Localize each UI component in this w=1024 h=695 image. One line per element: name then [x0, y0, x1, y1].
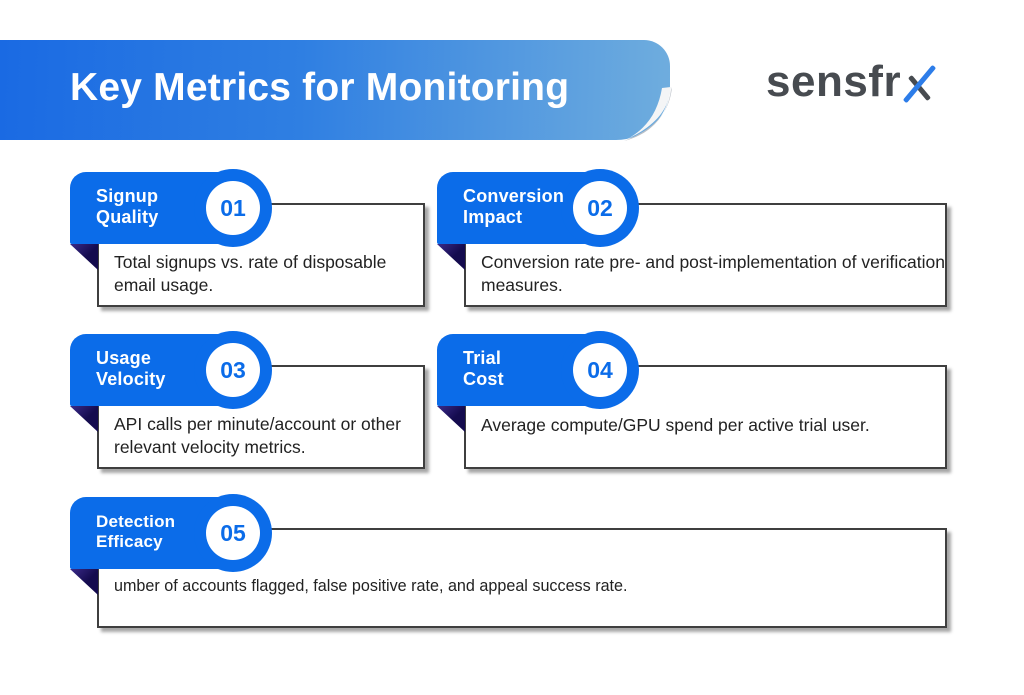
card-number-badge: 02: [573, 181, 627, 235]
card-number-badge: 03: [206, 343, 260, 397]
ribbon-fold: [70, 244, 98, 270]
card-description: Total signups vs. rate of disposable ema…: [114, 252, 387, 295]
brand-logo: sensfr: [766, 57, 937, 116]
logo-x-icon: [902, 60, 937, 112]
header-banner: Key Metrics for Monitoring: [0, 40, 670, 140]
page-curl-icon: [624, 87, 672, 141]
card-description: Conversion rate pre- and post-implementa…: [481, 252, 945, 295]
ribbon-fold: [437, 406, 465, 432]
brand-logo-text: sensfr: [766, 57, 902, 106]
page-title: Key Metrics for Monitoring: [70, 66, 570, 109]
card-description: API calls per minute/account or other re…: [114, 414, 401, 457]
card-title: Signup Quality: [96, 186, 159, 227]
ribbon-fold: [70, 569, 98, 595]
card-title: Usage Velocity: [96, 348, 166, 389]
card-number-badge: 05: [206, 506, 260, 560]
card-title: Detection Efficacy: [96, 512, 176, 551]
ribbon-fold: [70, 406, 98, 432]
card-title: Trial Cost: [463, 348, 504, 389]
card-description: Average compute/GPU spend per active tri…: [481, 415, 870, 435]
card-title: Conversion Impact: [463, 186, 565, 227]
card-number-badge: 01: [206, 181, 260, 235]
card-description: umber of accounts flagged, false positiv…: [114, 576, 628, 595]
card-number-badge: 04: [573, 343, 627, 397]
ribbon-fold: [437, 244, 465, 270]
